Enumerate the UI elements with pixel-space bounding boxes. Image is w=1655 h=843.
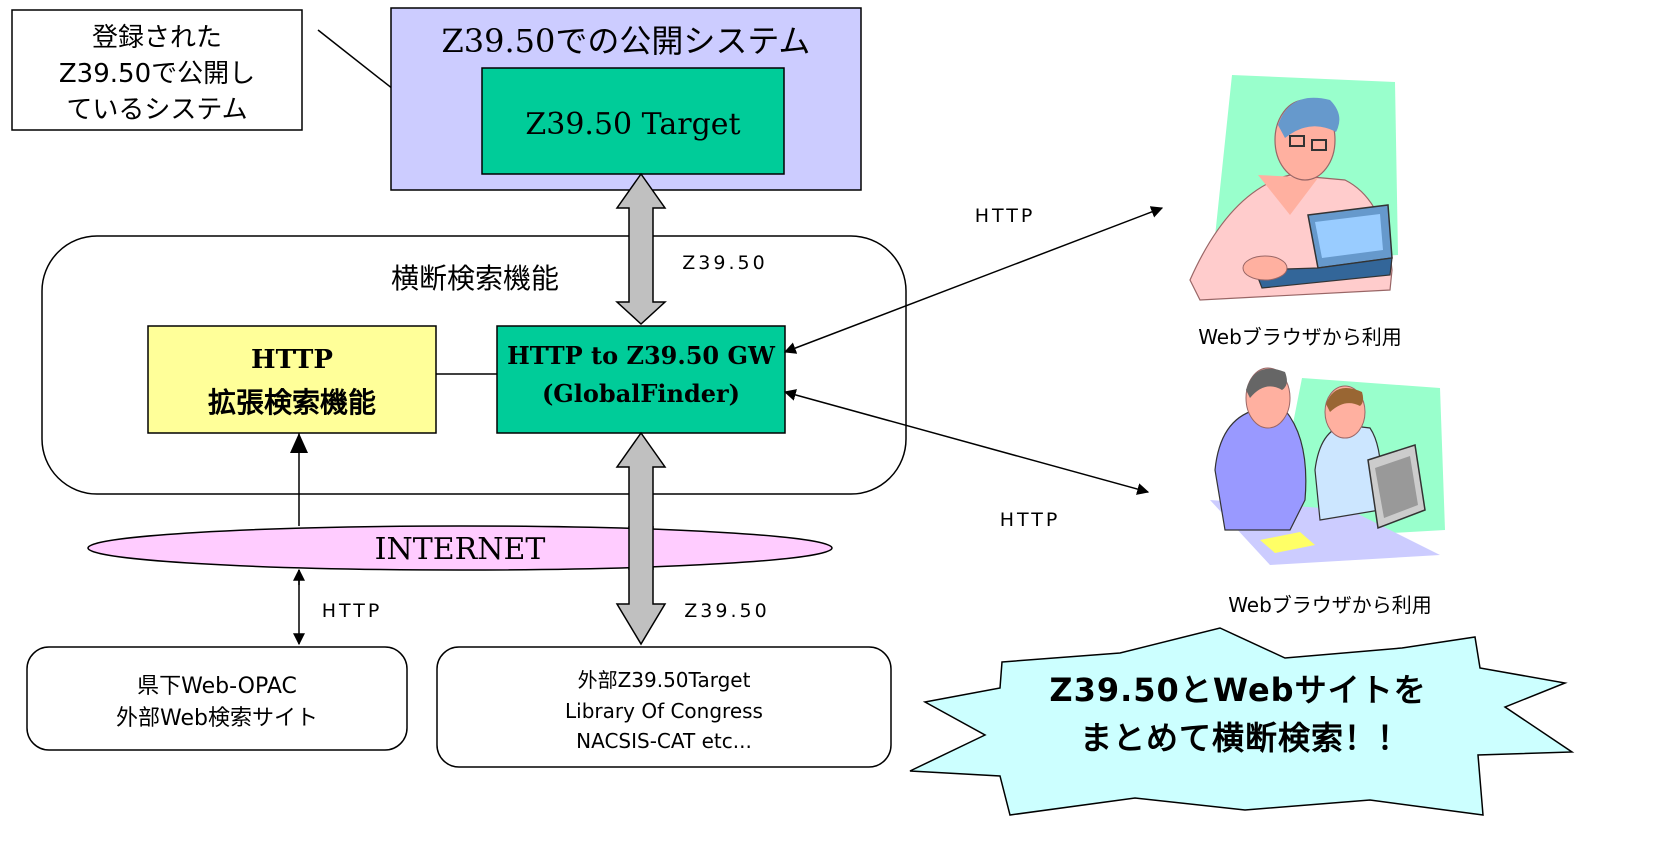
internet-label: INTERNET — [375, 532, 546, 567]
callout-line-2: Z39.50で公開し — [59, 59, 255, 89]
http-ext-line-1: HTTP — [251, 345, 333, 375]
local-sites-box: 県下Web-OPAC 外部Web検索サイト — [26, 646, 408, 751]
local-sites-line-2: 外部Web検索サイト — [116, 706, 318, 731]
external-targets-box: 外部Z39.50Target Library Of Congress NACSI… — [436, 646, 892, 768]
http-ext-search-box: HTTP 拡張検索機能 — [147, 325, 437, 434]
http-ext-arrowhead — [290, 433, 308, 453]
gateway-box: HTTP to Z39.50 GW (GlobalFinder) — [496, 325, 786, 434]
user-at-laptop-icon — [1189, 75, 1398, 301]
user1-caption: Webブラウザから利用 — [1198, 325, 1402, 349]
gateway-line-2: (GlobalFinder) — [542, 379, 740, 408]
z3950-arrow-top — [615, 172, 667, 326]
http-ext-line-2: 拡張検索機能 — [208, 386, 376, 419]
two-users-at-computer-icon — [1210, 367, 1445, 565]
z3950-target-label: Z39.50 Target — [525, 107, 740, 142]
z3950-top-label: Z39.50 — [682, 252, 767, 274]
external-targets-line-3: NACSIS-CAT etc... — [576, 729, 752, 753]
callout-box: 登録された Z39.50で公開し ているシステム — [11, 9, 303, 131]
callout-line-1: 登録された — [92, 23, 222, 53]
banner-line-1: Z39.50とWebサイトを — [1049, 671, 1426, 709]
http-user1-label: HTTP — [975, 205, 1036, 227]
http-left-label: HTTP — [322, 600, 383, 622]
banner-line-2: まとめて横断検索！！ — [1080, 719, 1410, 757]
callout-line-3: ているシステム — [66, 95, 247, 125]
federated-search-title: 横断検索機能 — [391, 262, 559, 295]
public-system-box: Z39.50での公開システム Z39.50 Target — [390, 7, 862, 191]
banner-burst: Z39.50とWebサイトを まとめて横断検索！！ — [909, 627, 1575, 816]
internet-ellipse: INTERNET — [87, 525, 833, 571]
http-user2-arrow — [783, 389, 1150, 495]
local-sites-line-1: 県下Web-OPAC — [137, 674, 297, 699]
external-targets-line-2: Library Of Congress — [565, 699, 763, 723]
user2-caption: Webブラウザから利用 — [1228, 593, 1432, 617]
http-user2-label: HTTP — [1000, 509, 1061, 531]
http-user1-arrow — [783, 206, 1164, 354]
external-targets-line-1: 外部Z39.50Target — [578, 668, 751, 692]
public-system-title: Z39.50での公開システム — [442, 22, 811, 60]
z3950-arrow-shaft-overlay — [629, 526, 653, 570]
z3950-bottom-label: Z39.50 — [684, 600, 769, 622]
gateway-line-1: HTTP to Z39.50 GW — [507, 341, 776, 370]
